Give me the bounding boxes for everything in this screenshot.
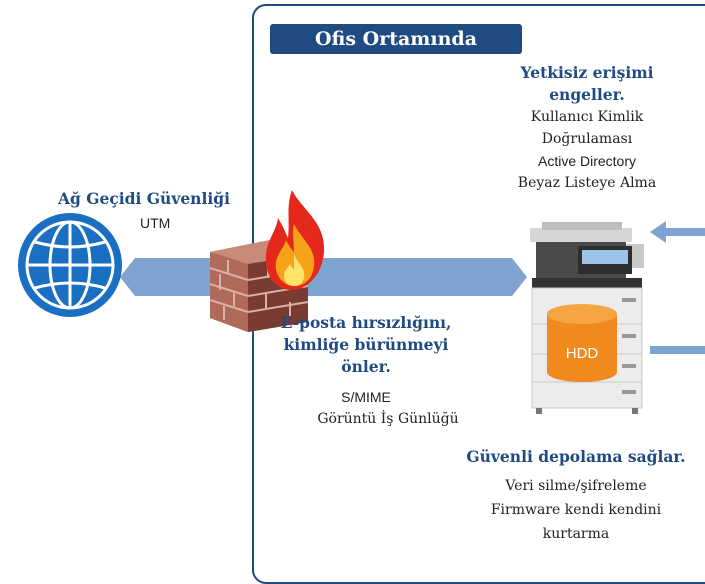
outgoing-bar xyxy=(650,346,705,354)
hdd-label: HDD xyxy=(566,345,599,362)
gateway-sub: UTM xyxy=(140,215,171,231)
storage-line-2: Firmware kendi kendini xyxy=(490,502,662,518)
access-heading-2: engeller. xyxy=(549,85,625,104)
email-heading-2: kimliğe bürünmeyi xyxy=(283,335,449,354)
access-block: Yetkisiz erişimi engeller. Kullanıcı Kim… xyxy=(487,62,687,194)
storage-heading: Güvenli depolama sağlar. xyxy=(466,447,686,466)
email-line-1: S/MIME xyxy=(341,389,391,405)
gateway-heading: Ağ Geçidi Güvenliği xyxy=(58,189,230,208)
access-heading-1: Yetkisiz erişimi xyxy=(520,63,654,82)
office-title: Ofis Ortamında xyxy=(270,24,522,54)
storage-line-3: kurtarma xyxy=(542,526,610,542)
incoming-arrow xyxy=(650,221,705,243)
hdd-icon: HDD xyxy=(547,304,617,382)
fire-icon xyxy=(265,190,325,290)
globe-icon xyxy=(18,213,122,317)
access-line-2: Doğrulaması xyxy=(541,131,633,147)
email-heading-1: E-posta hırsızlığını, xyxy=(280,313,452,332)
storage-block: Güvenli depolama sağlar. Veri silme/şifr… xyxy=(454,446,698,546)
email-line-2: Görüntü İş Günlüğü xyxy=(317,411,459,427)
access-line-3: Active Directory xyxy=(537,153,637,169)
access-line-1: Kullanıcı Kimlik xyxy=(530,109,644,125)
email-block: E-posta hırsızlığını, kimliğe bürünmeyi … xyxy=(266,312,466,430)
storage-line-1: Veri silme/şifreleme xyxy=(505,478,647,494)
access-line-4: Beyaz Listeye Alma xyxy=(517,175,657,191)
email-heading-3: önler. xyxy=(341,357,391,376)
